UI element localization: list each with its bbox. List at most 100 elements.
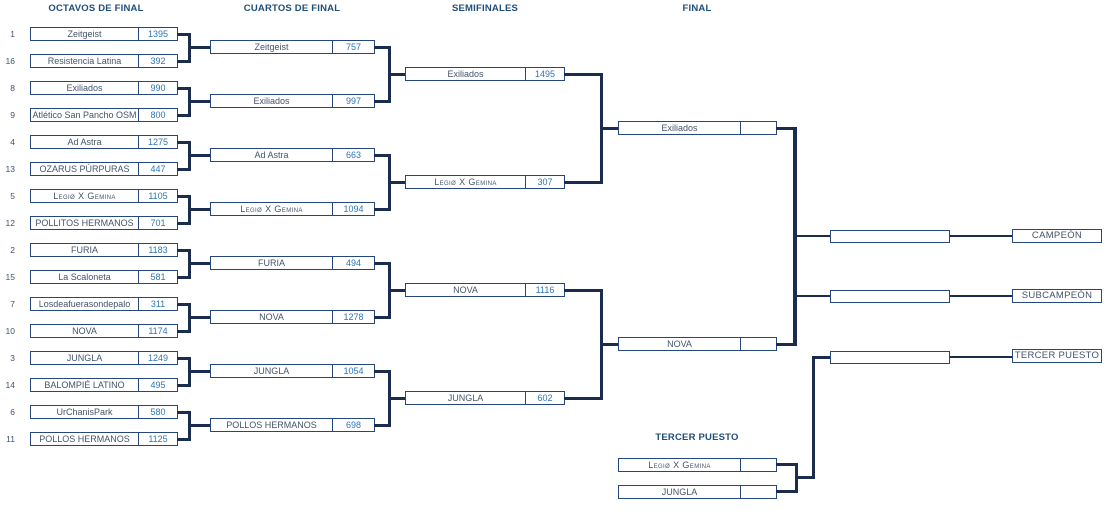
bracket-line — [177, 222, 188, 225]
bracket-line — [388, 181, 405, 184]
team-slot: Exiliados 990 — [30, 81, 178, 95]
bracket-line — [388, 73, 405, 76]
team-name: Exiliados — [211, 95, 333, 107]
bracket-line — [188, 316, 210, 319]
bracket-line — [177, 195, 188, 198]
team-slot: Legiø X Gemina 307 — [405, 175, 565, 189]
bracket-line — [188, 370, 210, 373]
team-score: 663 — [345, 150, 362, 160]
team-name: Legiø X Gemina — [406, 176, 526, 188]
team-score: 581 — [150, 272, 166, 282]
bracket-line — [793, 295, 830, 297]
team-name: POLLITOS HERMANOS — [31, 217, 139, 229]
bracket-line — [188, 46, 210, 49]
bracket-line — [177, 114, 188, 117]
header-quarterfinals: CUARTOS DE FINAL — [243, 3, 341, 14]
team-name: Ad Astra — [31, 136, 139, 148]
bracket-line — [177, 87, 188, 90]
team-score — [741, 122, 776, 134]
bracket-line — [188, 208, 210, 211]
seed-number: 7 — [10, 299, 15, 309]
team-name: Exiliados — [31, 82, 139, 94]
team-score — [741, 459, 776, 471]
bracket-line — [374, 154, 388, 157]
team-score: 392 — [150, 56, 166, 66]
team-name: Legiø X Gemina — [211, 203, 333, 215]
seed-number: 15 — [5, 272, 15, 282]
team-score: 307 — [537, 177, 553, 187]
team-score: 1094 — [343, 204, 364, 214]
team-score: 1183 — [148, 245, 168, 255]
team-score: 1278 — [343, 312, 364, 322]
team-name: NOVA — [619, 338, 741, 350]
seed-number: 1 — [10, 29, 15, 39]
bracket-line — [374, 262, 388, 265]
team-slot: Exiliados — [618, 121, 777, 135]
team-slot: Legiø X Gemina — [618, 458, 777, 472]
bracket-line — [177, 276, 188, 279]
bracket-line — [374, 424, 388, 427]
seed-number: 12 — [5, 218, 15, 228]
bracket-line — [949, 295, 1013, 297]
team-slot: POLLOS HERMANOS 1125 — [30, 432, 178, 446]
seed-number: 6 — [10, 407, 15, 417]
team-slot: POLLITOS HERMANOS 701 — [30, 216, 178, 230]
seed-number: 8 — [10, 83, 15, 93]
header-round-of-16: OCTAVOS DE FINAL — [48, 3, 144, 14]
bracket-line — [188, 262, 210, 265]
seed-number: 16 — [5, 56, 15, 66]
team-score: 1495 — [534, 69, 556, 79]
bracket-line — [374, 370, 388, 373]
bracket-line — [177, 384, 188, 387]
bracket-line — [177, 438, 188, 441]
team-name: Exiliados — [406, 68, 526, 80]
bracket-line — [188, 100, 210, 103]
team-score: 757 — [345, 42, 362, 52]
bracket-line — [177, 33, 188, 36]
champion-team-slot — [830, 230, 950, 243]
bracket-line — [177, 249, 188, 252]
seed-number: 11 — [6, 434, 15, 444]
bracket-line — [177, 330, 188, 333]
bracket-line — [793, 235, 830, 237]
bracket-line — [776, 127, 795, 130]
bracket-line — [374, 208, 388, 211]
team-name: FURIA — [211, 257, 333, 269]
team-name: Legiø X Gemina — [619, 459, 741, 471]
team-name: POLLOS HERMANOS — [31, 433, 139, 445]
bracket-line — [388, 397, 405, 400]
bracket-line — [564, 181, 601, 184]
seed-number: 3 — [10, 353, 15, 363]
team-name: Losdeafuerasondepalo — [31, 298, 139, 310]
team-name: NOVA — [31, 325, 139, 337]
team-score: 990 — [150, 83, 166, 93]
team-score: 1125 — [148, 434, 168, 444]
team-score: 447 — [150, 164, 166, 174]
team-name: Legiø X Gemina — [31, 190, 139, 202]
header-semifinals: SEMIFINALES — [451, 3, 519, 14]
bracket-line — [388, 289, 405, 292]
team-name: POLLOS HERMANOS — [211, 419, 333, 431]
team-score: 701 — [150, 218, 166, 228]
team-slot: NOVA — [618, 337, 777, 351]
team-name: NOVA — [406, 284, 526, 296]
team-name: UrChanisPark — [31, 406, 139, 418]
team-score: 997 — [345, 96, 362, 106]
bracket-line — [600, 343, 618, 346]
bracket-line — [188, 154, 210, 157]
bracket-line — [564, 397, 601, 400]
third-place-team-slot — [830, 351, 950, 364]
seed-number: 13 — [5, 164, 15, 174]
